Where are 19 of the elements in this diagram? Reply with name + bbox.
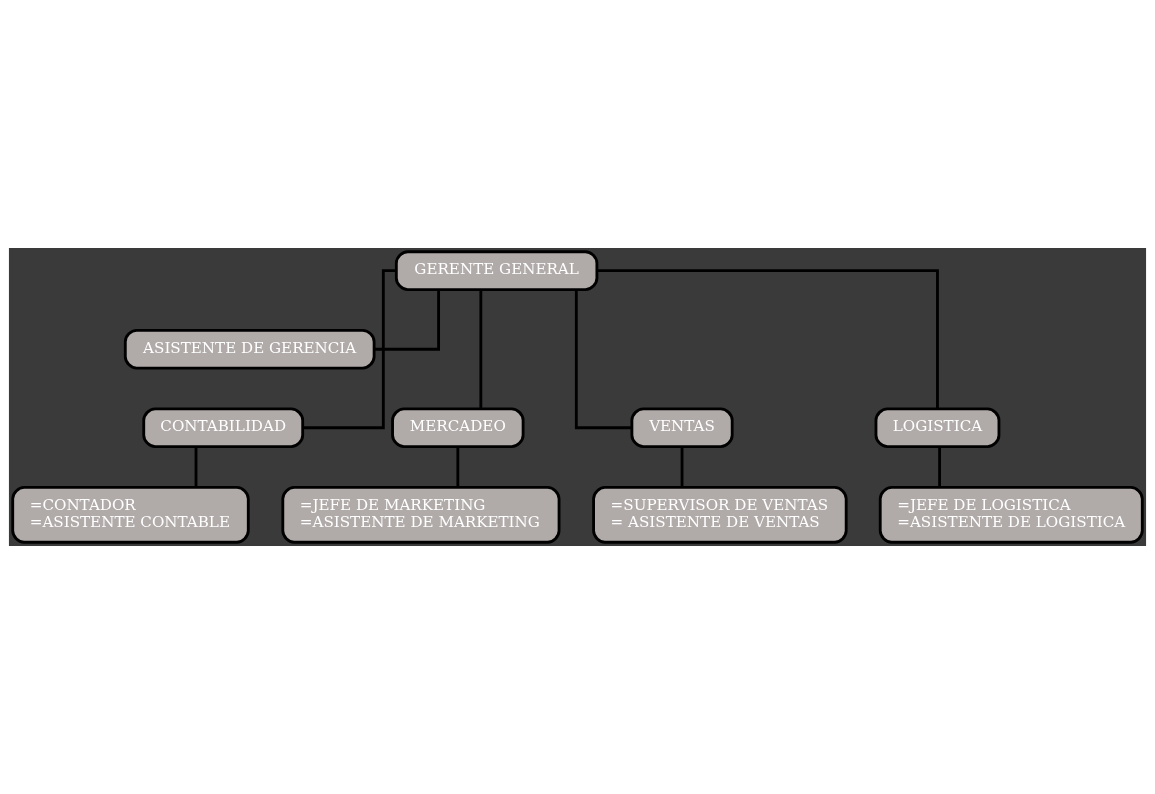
node-box: =JEFE DE MARKETING =ASISTENTE DE MARKETING: [281, 485, 561, 544]
node-box: CONTABILIDAD: [142, 407, 305, 449]
connector: [302, 269, 397, 430]
connector: [574, 289, 632, 430]
connector: [479, 289, 483, 409]
connector: [938, 447, 941, 488]
connector: [596, 269, 939, 409]
node-box: MERCADEO: [391, 407, 525, 449]
node-box: GERENTE GENERAL: [394, 250, 599, 292]
connector: [680, 447, 684, 488]
node-box: =SUPERVISOR DE VENTAS = ASISTENTE DE VENTAS: [592, 485, 848, 544]
node-box: LOGISTICA: [874, 407, 1001, 449]
connector: [194, 447, 198, 488]
connector: [456, 447, 460, 488]
node-box: ASISTENTE DE GERENCIA: [123, 328, 376, 370]
connector: [374, 289, 440, 351]
node-box: VENTAS: [630, 407, 734, 449]
node-box: =JEFE DE LOGISTICA =ASISTENTE DE LOGISTICA: [878, 485, 1144, 544]
node-box: =CONTADOR =ASISTENTE CONTABLE: [11, 485, 250, 544]
